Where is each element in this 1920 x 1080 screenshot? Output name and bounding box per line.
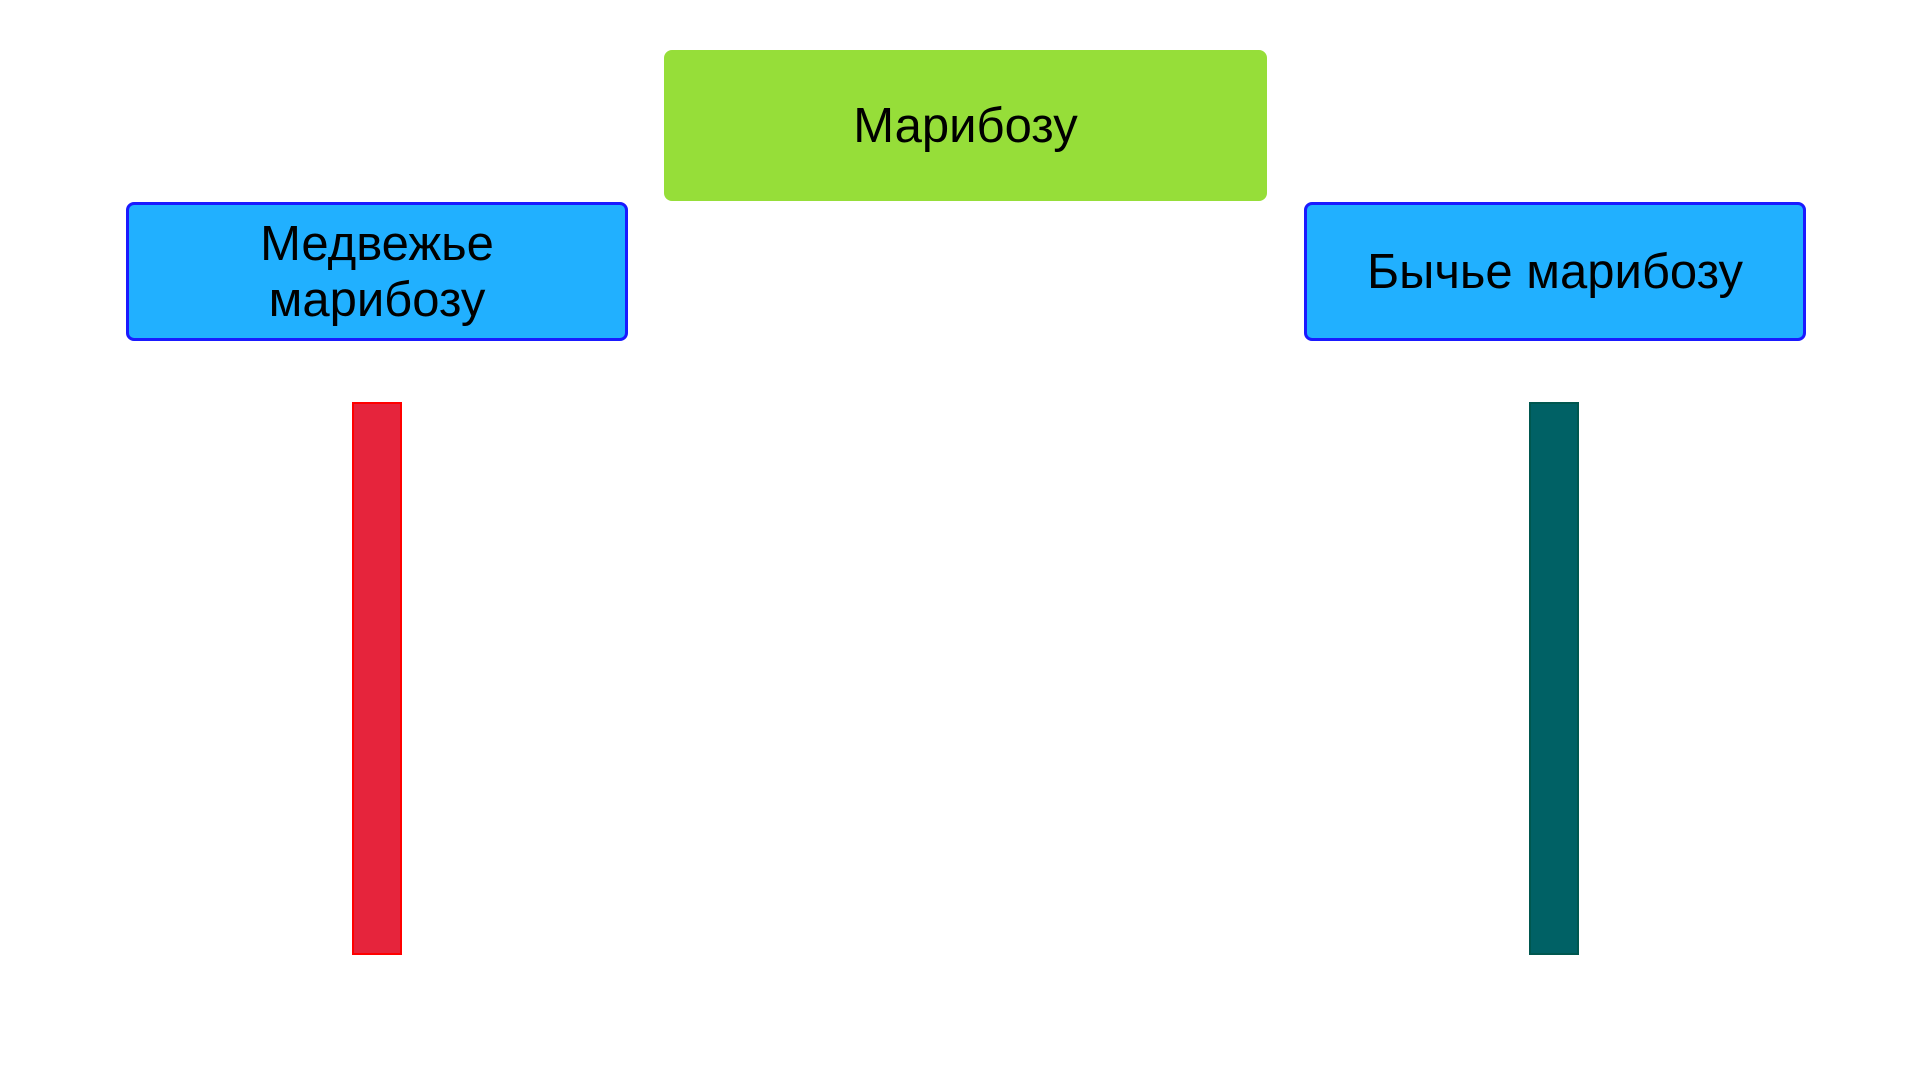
bullish-marubozu-candle [1529,402,1579,955]
bullish-marubozu-label-box: Бычье марибозу [1304,202,1806,341]
bearish-marubozu-label-text: Медвежье марибозу [260,216,494,327]
marubozu-title-text: Марибозу [853,98,1078,153]
bullish-marubozu-label-text: Бычье марибозу [1366,244,1744,299]
marubozu-title-box: Марибозу [664,50,1267,201]
bearish-marubozu-label-box: Медвежье марибозу [126,202,628,341]
bearish-marubozu-candle [352,402,402,955]
